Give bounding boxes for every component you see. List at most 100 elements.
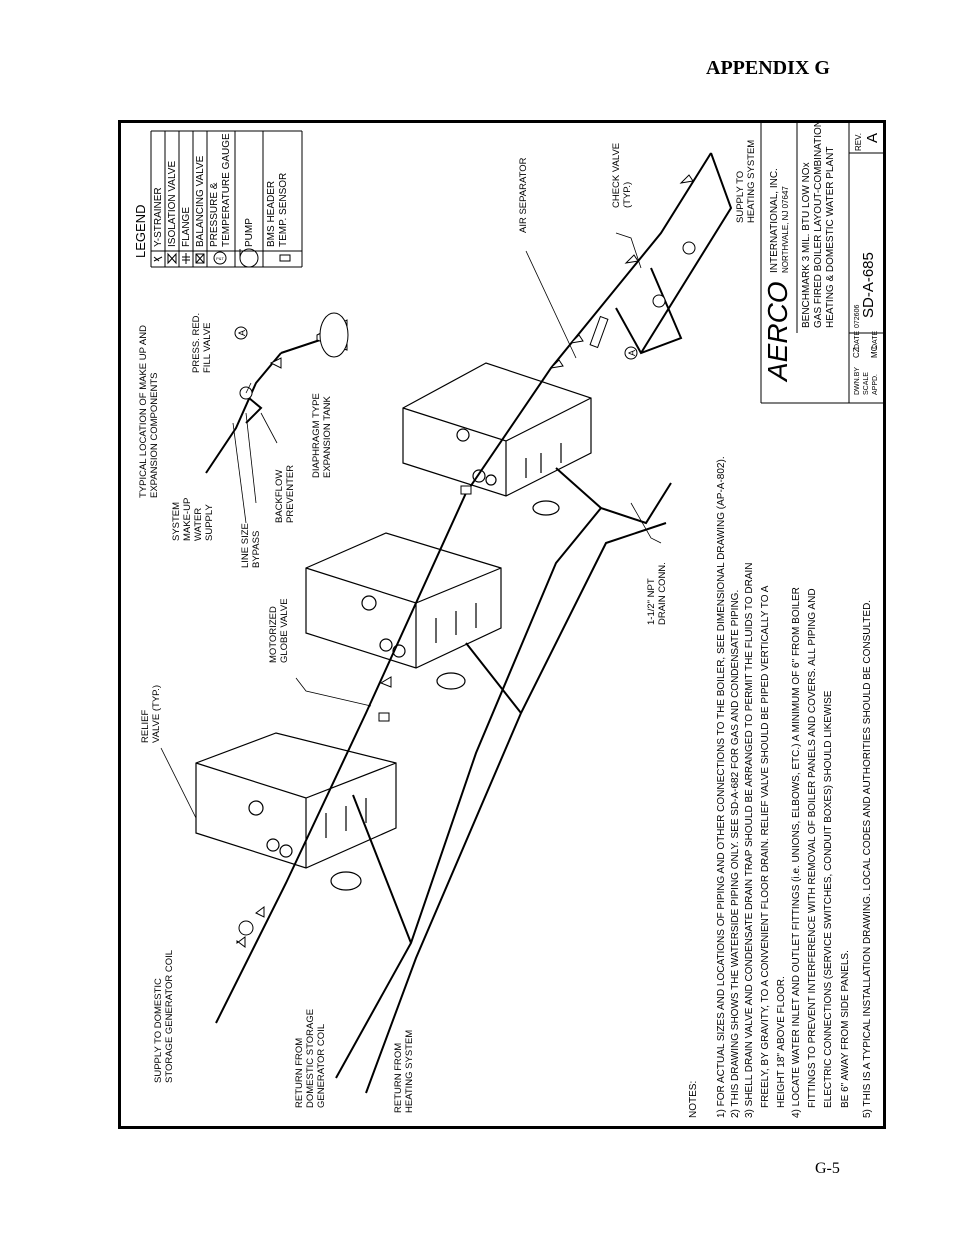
- note-1: 1) FOR ACTUAL SIZES AND LOCATIONS OF PIP…: [716, 456, 727, 1118]
- bypass-loop: [245, 397, 263, 424]
- label-makeup-supply-1: SYSTEM: [171, 502, 182, 541]
- label-return-domestic-2: DOMESTIC STORAGE: [305, 1009, 316, 1108]
- label-bypass-2: BYPASS: [251, 531, 262, 568]
- leader-lines: [160, 232, 662, 819]
- legend-label-pressure: PRESSURE &: [209, 182, 220, 247]
- appd-value: MC: [870, 345, 879, 358]
- label-make-up-1: TYPICAL LOCATION OF MAKE UP AND: [138, 325, 149, 498]
- legend-label-y-strainer: Y-STRAINER: [153, 187, 164, 247]
- flange-icon: [182, 253, 190, 264]
- label-check-valve-2: (TYP.): [622, 182, 633, 208]
- boiler-3: [402, 362, 592, 516]
- svg-text:AERCO: AERCO: [762, 281, 793, 383]
- drawing-description-3: HEATING & DOMESTIC WATER PLANT: [825, 147, 836, 329]
- label-backflow-2: PREVENTER: [285, 465, 296, 523]
- note-2: 2) THIS DRAWING SHOWS THE WATERSIDE PIPI…: [730, 590, 741, 1118]
- label-supply-heating-2: HEATING SYSTEM: [746, 140, 757, 223]
- legend-label-sensor: BMS HEADER: [266, 181, 277, 247]
- notes: NOTES: 1) FOR ACTUAL SIZES AND LOCATIONS…: [688, 456, 873, 1118]
- label-diaphragm-2: EXPANSION TANK: [322, 396, 333, 478]
- label-globe-valve-2: GLOBE VALVE: [279, 598, 290, 663]
- label-return-heating-1: RETURN FROM: [393, 1043, 404, 1113]
- label-air-separator: AIR SEPARATOR: [518, 157, 529, 233]
- label-drain-2: DRAIN CONN.: [657, 562, 668, 625]
- rev-value: A: [864, 133, 881, 143]
- label-globe-valve-1: MOTORIZED: [268, 606, 279, 663]
- note-4a: 4) LOCATE WATER INLET AND OUTLET FITTING…: [791, 587, 802, 1118]
- label-supply-domestic-1: SUPPLY TO DOMESTIC: [153, 978, 164, 1083]
- note-4b: FITTINGS TO PREVENT INTERFERENCE WITH RE…: [807, 588, 818, 1108]
- installation-drawing: LEGEND Y-STRAINER ISOLATION VALVE FLANGE…: [118, 120, 886, 1129]
- label-check-valve-1: CHECK VALVE: [611, 143, 622, 208]
- label-return-heating-2: HEATING SYSTEM: [404, 1030, 415, 1113]
- note-5: 5) THIS IS A TYPICAL INSTALLATION DRAWIN…: [862, 600, 873, 1118]
- note-3b: FREELY, BY GRAVITY, TO A CONVENIENT FLOO…: [760, 585, 771, 1108]
- label-press-red-2: FILL VALVE: [202, 322, 213, 373]
- svg-text:A: A: [237, 330, 247, 336]
- label-relief-valve-1: RELIEF: [140, 710, 151, 743]
- page-number: G-5: [815, 1160, 840, 1177]
- label-drain-1: 1-1/2" NPT: [646, 578, 657, 625]
- label-supply-heating-1: SUPPLY TO: [735, 171, 746, 223]
- legend-title: LEGEND: [133, 205, 148, 258]
- legend-label-pressure-2: TEMPERATURE GAUGE: [221, 133, 232, 247]
- scale-label: SCALE: [863, 372, 870, 395]
- date-value: 072606: [854, 305, 861, 328]
- boiler-1: [195, 732, 397, 891]
- legend-label-isolation-valve: ISOLATION VALVE: [167, 161, 178, 247]
- date-label: DATE: [854, 331, 861, 349]
- label-makeup-supply-4: SUPPLY: [204, 504, 215, 541]
- connection-marker-a-1: A: [234, 326, 248, 340]
- legend-label-flange: FLANGE: [181, 207, 192, 247]
- company-name: INTERNATIONAL, INC.: [769, 168, 780, 273]
- note-3a: 3) SHELL DRAIN VALVE AND CONDENSATE DRAI…: [744, 562, 755, 1118]
- sensor-icon: [279, 254, 291, 262]
- page-heading: APPENDIX G: [706, 57, 830, 79]
- rev-label: REV.: [854, 133, 863, 151]
- y-strainer-icon: [153, 256, 163, 262]
- aerco-logo: AERCO: [762, 281, 793, 383]
- note-3c: HEIGHT 18" ABOVE FLOOR.: [776, 976, 787, 1108]
- label-return-domestic-3: GENERATOR COIL: [316, 1024, 327, 1108]
- drawing-canvas: LEGEND Y-STRAINER ISOLATION VALVE FLANGE…: [133, 123, 883, 1118]
- pressure-gauge-icon: P&T: [213, 251, 227, 265]
- label-press-red-1: PRESS. RED.: [191, 313, 202, 373]
- dwn-by-label: DWN.BY: [854, 367, 861, 395]
- svg-text:P&T: P&T: [216, 256, 224, 261]
- label-makeup-supply-3: WATER: [193, 508, 204, 541]
- boiler-2: [305, 532, 502, 690]
- legend-label-pump: PUMP: [244, 218, 255, 247]
- boilers: [195, 362, 592, 891]
- pump-icon: [239, 248, 259, 268]
- label-diaphragm-1: DIAPHRAGM TYPE: [311, 393, 322, 478]
- appd-label: APPD.: [872, 374, 879, 395]
- makeup-line: [205, 352, 282, 474]
- legend: LEGEND Y-STRAINER ISOLATION VALVE FLANGE…: [133, 130, 303, 268]
- label-backflow-1: BACKFLOW: [274, 470, 285, 523]
- label-relief-valve-2: VALVE (TYP.): [151, 685, 162, 743]
- component-labels: TYPICAL LOCATION OF MAKE UP AND EXPANSIO…: [138, 140, 757, 1113]
- dwn-by-value: CZ: [852, 347, 861, 358]
- isolation-valve-icon: [167, 252, 177, 265]
- air-separator-loop: [615, 267, 683, 355]
- appd-date-label: DATE: [872, 331, 879, 349]
- connection-marker-a-2: A: [624, 346, 638, 360]
- balancing-valve-icon: [195, 253, 205, 264]
- drawing-number: SD-A-685: [860, 252, 877, 318]
- label-bypass-1: LINE SIZE: [240, 523, 251, 568]
- heating-supply-loop: [640, 152, 733, 354]
- legend-label-balancing-valve: BALANCING VALVE: [195, 155, 206, 247]
- label-return-domestic-1: RETURN FROM: [294, 1038, 305, 1108]
- title-block: AERCO INTERNATIONAL, INC. NORTHVALE, NJ …: [760, 123, 883, 404]
- label-supply-domestic-2: STORAGE GENERATOR COIL: [164, 950, 175, 1083]
- label-make-up-2: EXPANSION COMPONENTS: [149, 373, 160, 498]
- svg-text:LEGEND: LEGEND: [133, 205, 148, 258]
- drawing-description-1: BENCHMARK 3 MIL. BTU LOW NOx: [801, 162, 812, 328]
- note-4d: BE 6" AWAY FROM SIDE PANELS.: [840, 950, 851, 1108]
- return-branches: [352, 467, 602, 944]
- drawing-description-2: GAS FIRED BOILER LAYOUT-COMBINATION: [813, 123, 824, 328]
- note-4c: ELECTRIC CONNECTIONS (SERVICE SWITCHES, …: [823, 690, 834, 1108]
- notes-title: NOTES:: [688, 1081, 699, 1118]
- svg-text:A: A: [627, 350, 637, 356]
- legend-label-sensor-2: TEMP. SENSOR: [278, 173, 289, 247]
